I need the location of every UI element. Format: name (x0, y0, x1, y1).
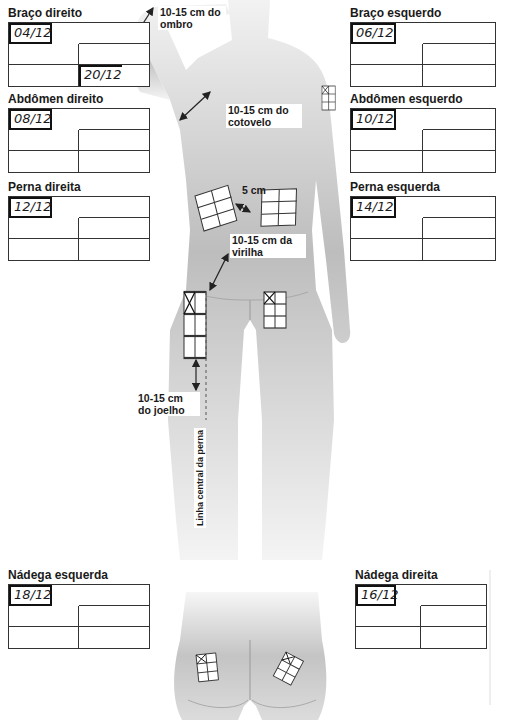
rotation-grid: 04/12 20/12 (8, 22, 150, 87)
site-heading: Braço esquerdo (350, 6, 496, 20)
distance-label: 10-15 cm do cotovelo (226, 104, 302, 128)
buttocks-silhouette (174, 592, 326, 720)
distance-label: 10-15 cm da virilha (230, 234, 306, 258)
grid-cell (9, 218, 79, 239)
site-table: Perna esquerda 14/12 (350, 180, 496, 261)
grid-cell (421, 585, 486, 606)
grid-cell (423, 197, 495, 218)
site-table: Perna direita 12/12 (8, 180, 150, 261)
rotation-grid: 16/12 (355, 584, 487, 649)
grid-cell (423, 239, 495, 260)
site-table: Braço esquerdo 06/12 (350, 6, 496, 87)
grid-cell (356, 627, 421, 648)
grid-cell (9, 239, 79, 260)
rotation-grid: 06/12 (350, 22, 496, 87)
grid-cell (79, 44, 149, 65)
site-table: Nádega esquerda 18/12 (8, 568, 150, 649)
site-heading: Braço direito (8, 6, 150, 20)
site-heading: Abdômen direito (8, 92, 150, 106)
distance-label: 10-15 cm do ombro (158, 6, 226, 30)
grid-cell (423, 23, 495, 44)
rotation-grid: 10/12 (350, 108, 496, 173)
grid-cell (9, 606, 79, 627)
injection-date: 16/12 (361, 587, 398, 603)
site-table: Braço direito 04/12 20/12 (8, 6, 150, 87)
injection-date: 14/12 (356, 199, 393, 215)
grid-cell (421, 627, 486, 648)
grid-cell (423, 218, 495, 239)
grid-cell (79, 585, 149, 606)
rotation-grid: 12/12 (8, 196, 150, 261)
site-heading: Perna esquerda (350, 180, 496, 194)
grid-cell (9, 65, 79, 86)
distance-label: 10-15 cm do joelho (136, 392, 200, 416)
grid-cell (421, 606, 486, 627)
site-heading: Nádega esquerda (8, 568, 150, 582)
grid-cell (356, 606, 421, 627)
grid-cell (423, 109, 495, 130)
rotation-grid: 14/12 (350, 196, 496, 261)
grid-cell (351, 218, 423, 239)
grid-cell (351, 239, 423, 260)
body-silhouette (120, 0, 350, 560)
distance-label: 5 cm (240, 184, 284, 196)
distance-label: Linha central da perna (194, 428, 206, 528)
site-heading: Abdômen esquerdo (350, 92, 496, 106)
grid-cell (351, 44, 423, 65)
grid-cell (79, 606, 149, 627)
grid-cell (423, 130, 495, 151)
injection-date: 18/12 (14, 587, 51, 603)
frame-line (490, 570, 491, 705)
grid-cell (79, 151, 149, 172)
grid-cell (351, 130, 423, 151)
grid-cell (423, 44, 495, 65)
grid-cell (9, 627, 79, 648)
injection-date: 20/12 (84, 67, 121, 83)
grid-cell (351, 65, 423, 86)
grid-cell (9, 44, 79, 65)
grid-cell (79, 130, 149, 151)
grid-cell (79, 627, 149, 648)
site-heading: Perna direita (8, 180, 150, 194)
grid-cell (79, 239, 149, 260)
injection-date: 08/12 (14, 111, 51, 127)
site-heading: Nádega direita (355, 568, 487, 582)
rotation-grid: 18/12 (8, 584, 150, 649)
rotation-grid: 08/12 (8, 108, 150, 173)
grid-cell (423, 65, 495, 86)
site-table: Abdômen esquerdo 10/12 (350, 92, 496, 173)
grid-cell (79, 23, 149, 44)
grid-cell (351, 151, 423, 172)
injection-date: 06/12 (356, 25, 393, 41)
grid-cell (79, 109, 149, 130)
grid-cell (79, 197, 149, 218)
injection-date: 12/12 (14, 199, 51, 215)
injection-date: 04/12 (14, 25, 51, 41)
grid-cell (423, 151, 495, 172)
injection-date: 10/12 (356, 111, 393, 127)
site-table: Abdômen direito 08/12 (8, 92, 150, 173)
grid-cell (79, 218, 149, 239)
grid-cell (9, 151, 79, 172)
grid-cell (9, 130, 79, 151)
site-table: Nádega direita 16/12 (355, 568, 487, 649)
